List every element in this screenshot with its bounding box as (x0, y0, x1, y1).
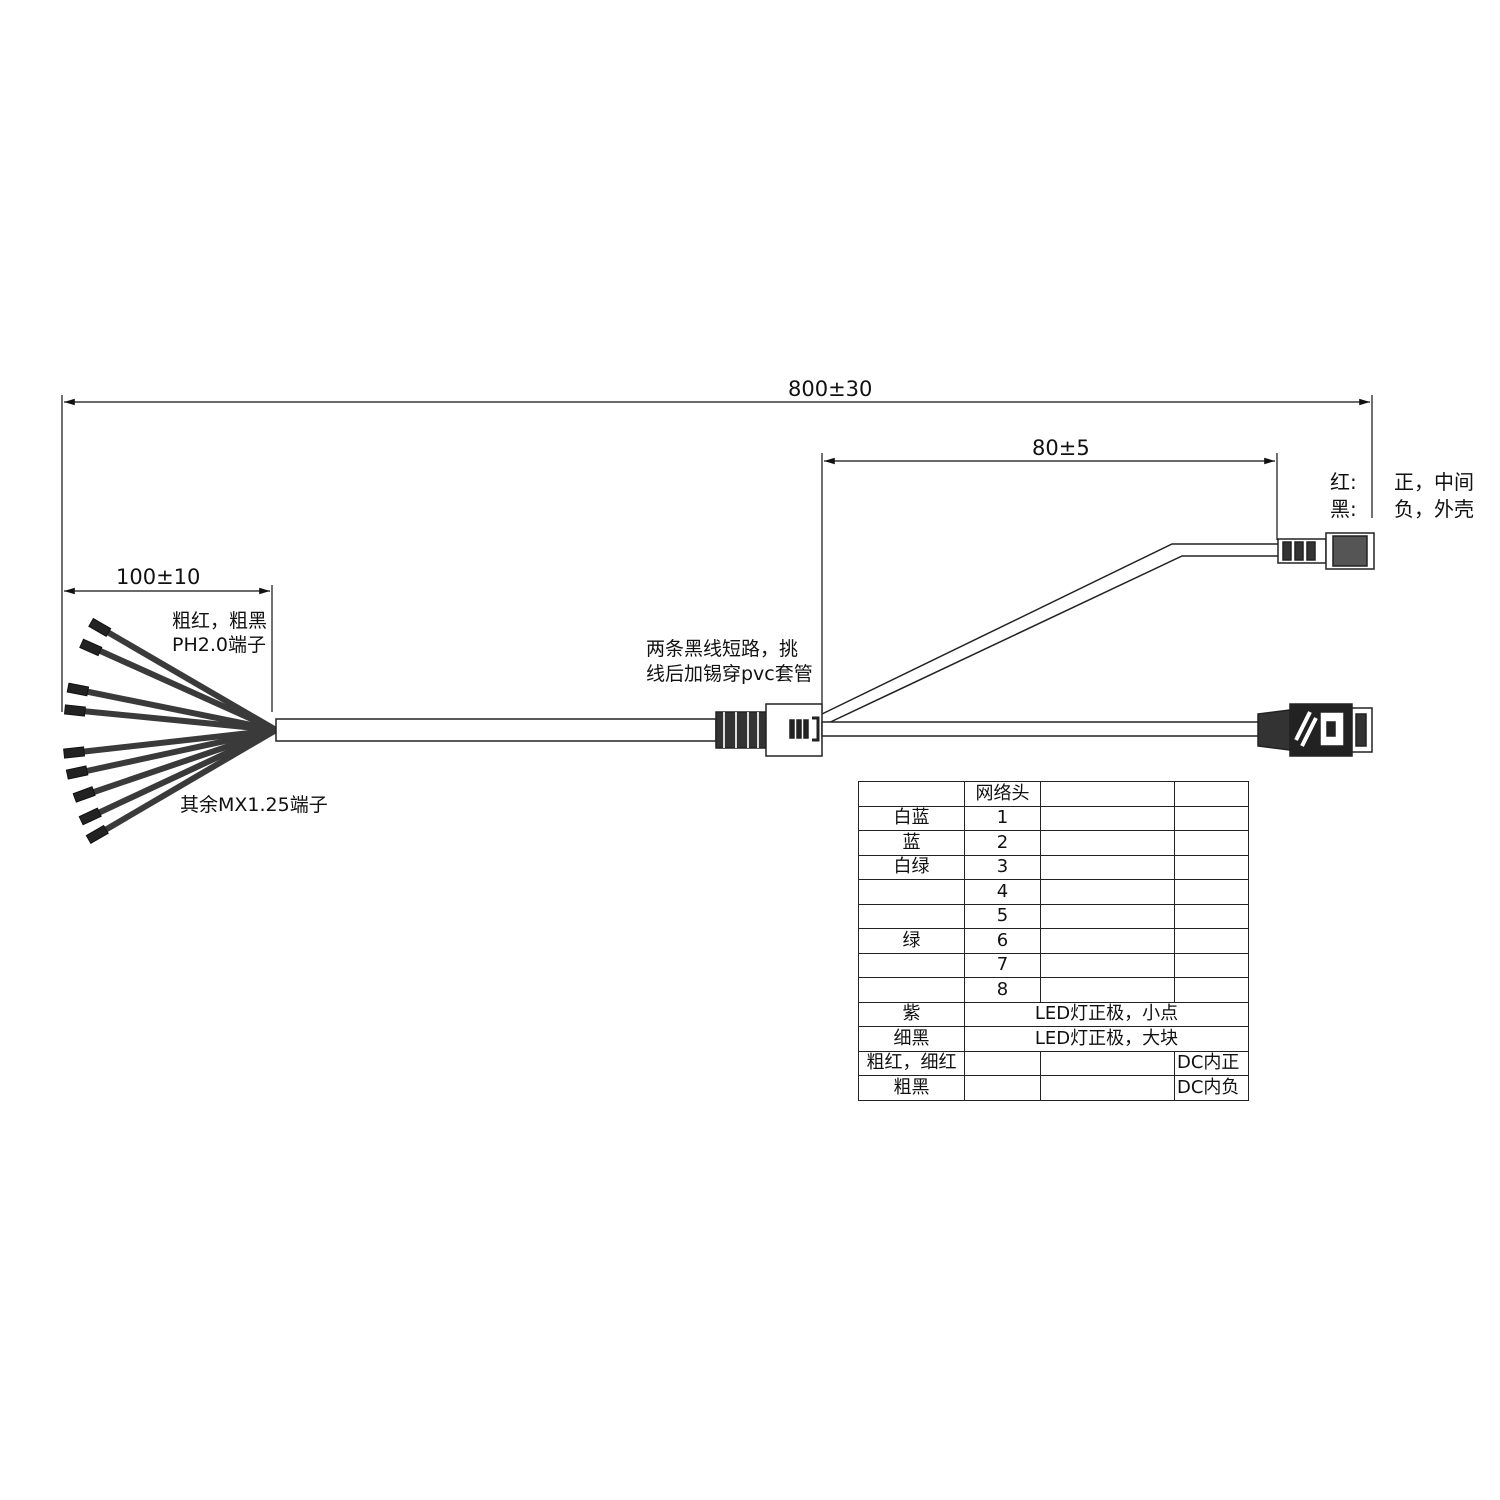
header-cell (1174, 781, 1249, 807)
wire-cell: 绿 (858, 928, 965, 954)
note-cell (1040, 879, 1175, 905)
note-cell (1040, 830, 1175, 856)
header-cell (858, 781, 965, 807)
dc-cell (1174, 805, 1249, 831)
dc-cell: DC内正 (1174, 1050, 1249, 1076)
dc-cell (1174, 903, 1249, 929)
wire-cell: 细黑 (858, 1026, 965, 1052)
note-cell (1040, 977, 1175, 1003)
dc-plug (1277, 532, 1375, 570)
header-cell (1040, 781, 1175, 807)
table-row: 粗黑 DC内负 (858, 1075, 1249, 1101)
table-row: 8 (858, 977, 1249, 1003)
pin-cell (964, 1050, 1041, 1076)
wire-cell (858, 977, 965, 1003)
breakout-dimension-label: 100±10 (116, 565, 201, 589)
note-cell (1040, 805, 1175, 831)
note-cell (1040, 952, 1175, 978)
ph-terminal-note-line1: 粗红，粗黑 (172, 610, 268, 632)
note-cell (1040, 928, 1175, 954)
wire-terminals (63, 617, 112, 845)
dc-cell (1174, 928, 1249, 954)
pinout-table: 网络头 白蓝 1 蓝 2 白绿 3 4 (858, 781, 1249, 1101)
dc-legend-black-color: 黑: (1330, 497, 1357, 521)
wire-cell (858, 903, 965, 929)
dc-cell: DC内负 (1174, 1075, 1249, 1101)
wire-cell: 粗红，细红 (858, 1050, 965, 1076)
table-row: 细黑 LED灯正极，大块 (858, 1026, 1249, 1052)
wire-cell: 紫 (858, 1001, 965, 1027)
pin-cell: 8 (964, 977, 1041, 1003)
main-cable (275, 718, 717, 742)
pin-cell: 2 (964, 830, 1041, 856)
wire-cell: 粗黑 (858, 1075, 965, 1101)
pin-cell: 4 (964, 879, 1041, 905)
ethernet-branch-cable (821, 721, 1261, 737)
table-row: 蓝 2 (858, 830, 1249, 856)
ph-terminal-note-line2: PH2.0端子 (172, 634, 266, 656)
wire-cell: 白绿 (858, 854, 965, 880)
table-row: 紫 LED灯正极，小点 (858, 1001, 1249, 1027)
table-row: 粗红，细红 DC内正 (858, 1050, 1249, 1076)
wire-cell (858, 879, 965, 905)
table-header-row: 网络头 (858, 781, 1249, 807)
table-row: 白绿 3 (858, 854, 1249, 880)
dc-legend-black-meaning: 负，外壳 (1394, 497, 1474, 521)
note-cell (1040, 1075, 1175, 1101)
merged-note-cell: LED灯正极，大块 (964, 1026, 1249, 1052)
splice-note-line2: 线后加锡穿pvc套管 (646, 663, 813, 685)
pin-cell: 7 (964, 952, 1041, 978)
dc-legend-red-meaning: 正，中间 (1394, 470, 1474, 494)
overall-dimension (61, 395, 1373, 712)
splice-note-line1: 两条黑线短路，挑 (646, 638, 799, 660)
branch-dimension-label: 80±5 (1032, 436, 1090, 460)
splitter (715, 703, 823, 757)
pin-cell: 5 (964, 903, 1041, 929)
note-cell (1040, 1050, 1175, 1076)
pin-cell: 3 (964, 854, 1041, 880)
dc-cell (1174, 952, 1249, 978)
breakout-dimension (64, 585, 273, 712)
table-row: 绿 6 (858, 928, 1249, 954)
branch-dimension (821, 453, 1278, 712)
header-cell: 网络头 (964, 781, 1041, 807)
dc-cell (1174, 830, 1249, 856)
dc-cell (1174, 879, 1249, 905)
pin-cell: 6 (964, 928, 1041, 954)
breakout-wires (77, 627, 279, 836)
table-row: 7 (858, 952, 1249, 978)
table-row: 4 (858, 879, 1249, 905)
dc-legend-red-color: 红: (1330, 470, 1357, 494)
wire-cell: 白蓝 (858, 805, 965, 831)
table-row: 5 (858, 903, 1249, 929)
rj45-connector (1257, 703, 1373, 757)
table-row: 白蓝 1 (858, 805, 1249, 831)
overall-dimension-label: 800±30 (788, 377, 873, 401)
wire-cell (858, 952, 965, 978)
note-cell (1040, 903, 1175, 929)
note-cell (1040, 854, 1175, 880)
pin-cell (964, 1075, 1041, 1101)
mx-terminal-note: 其余MX1.25端子 (180, 794, 328, 816)
dc-cell (1174, 977, 1249, 1003)
wire-cell: 蓝 (858, 830, 965, 856)
dc-cell (1174, 854, 1249, 880)
dc-branch-cable (821, 543, 1280, 727)
merged-note-cell: LED灯正极，小点 (964, 1001, 1249, 1027)
pin-cell: 1 (964, 805, 1041, 831)
